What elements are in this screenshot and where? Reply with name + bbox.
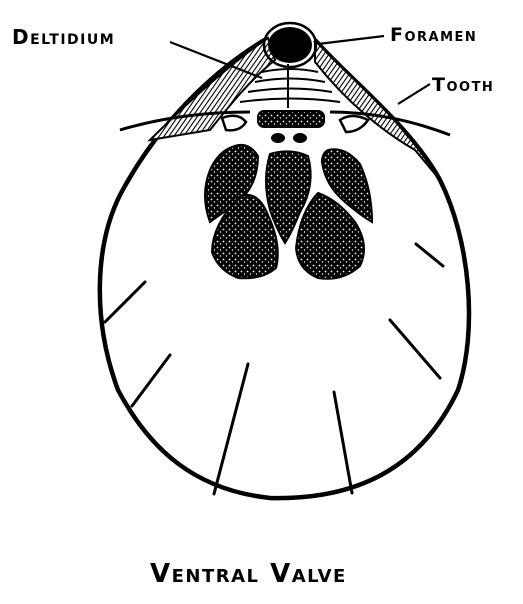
shell-outline <box>100 38 469 498</box>
tooth-left <box>222 116 246 131</box>
small-scar-right <box>293 133 307 143</box>
caption: Ventral Valve <box>150 559 347 589</box>
tooth-right <box>340 116 368 132</box>
left-beak-shading <box>150 38 275 140</box>
foramen <box>268 27 312 63</box>
leader-tooth <box>398 84 430 104</box>
label-tooth: Tooth <box>432 74 494 96</box>
radial-lines <box>105 244 443 494</box>
label-deltidium: Deltidium <box>12 25 115 49</box>
leader-foramen <box>318 36 384 44</box>
label-foramen: Foramen <box>390 24 477 46</box>
muscle-scars <box>205 145 372 279</box>
small-scar-left <box>271 133 285 143</box>
pedicle-collar <box>258 111 324 127</box>
